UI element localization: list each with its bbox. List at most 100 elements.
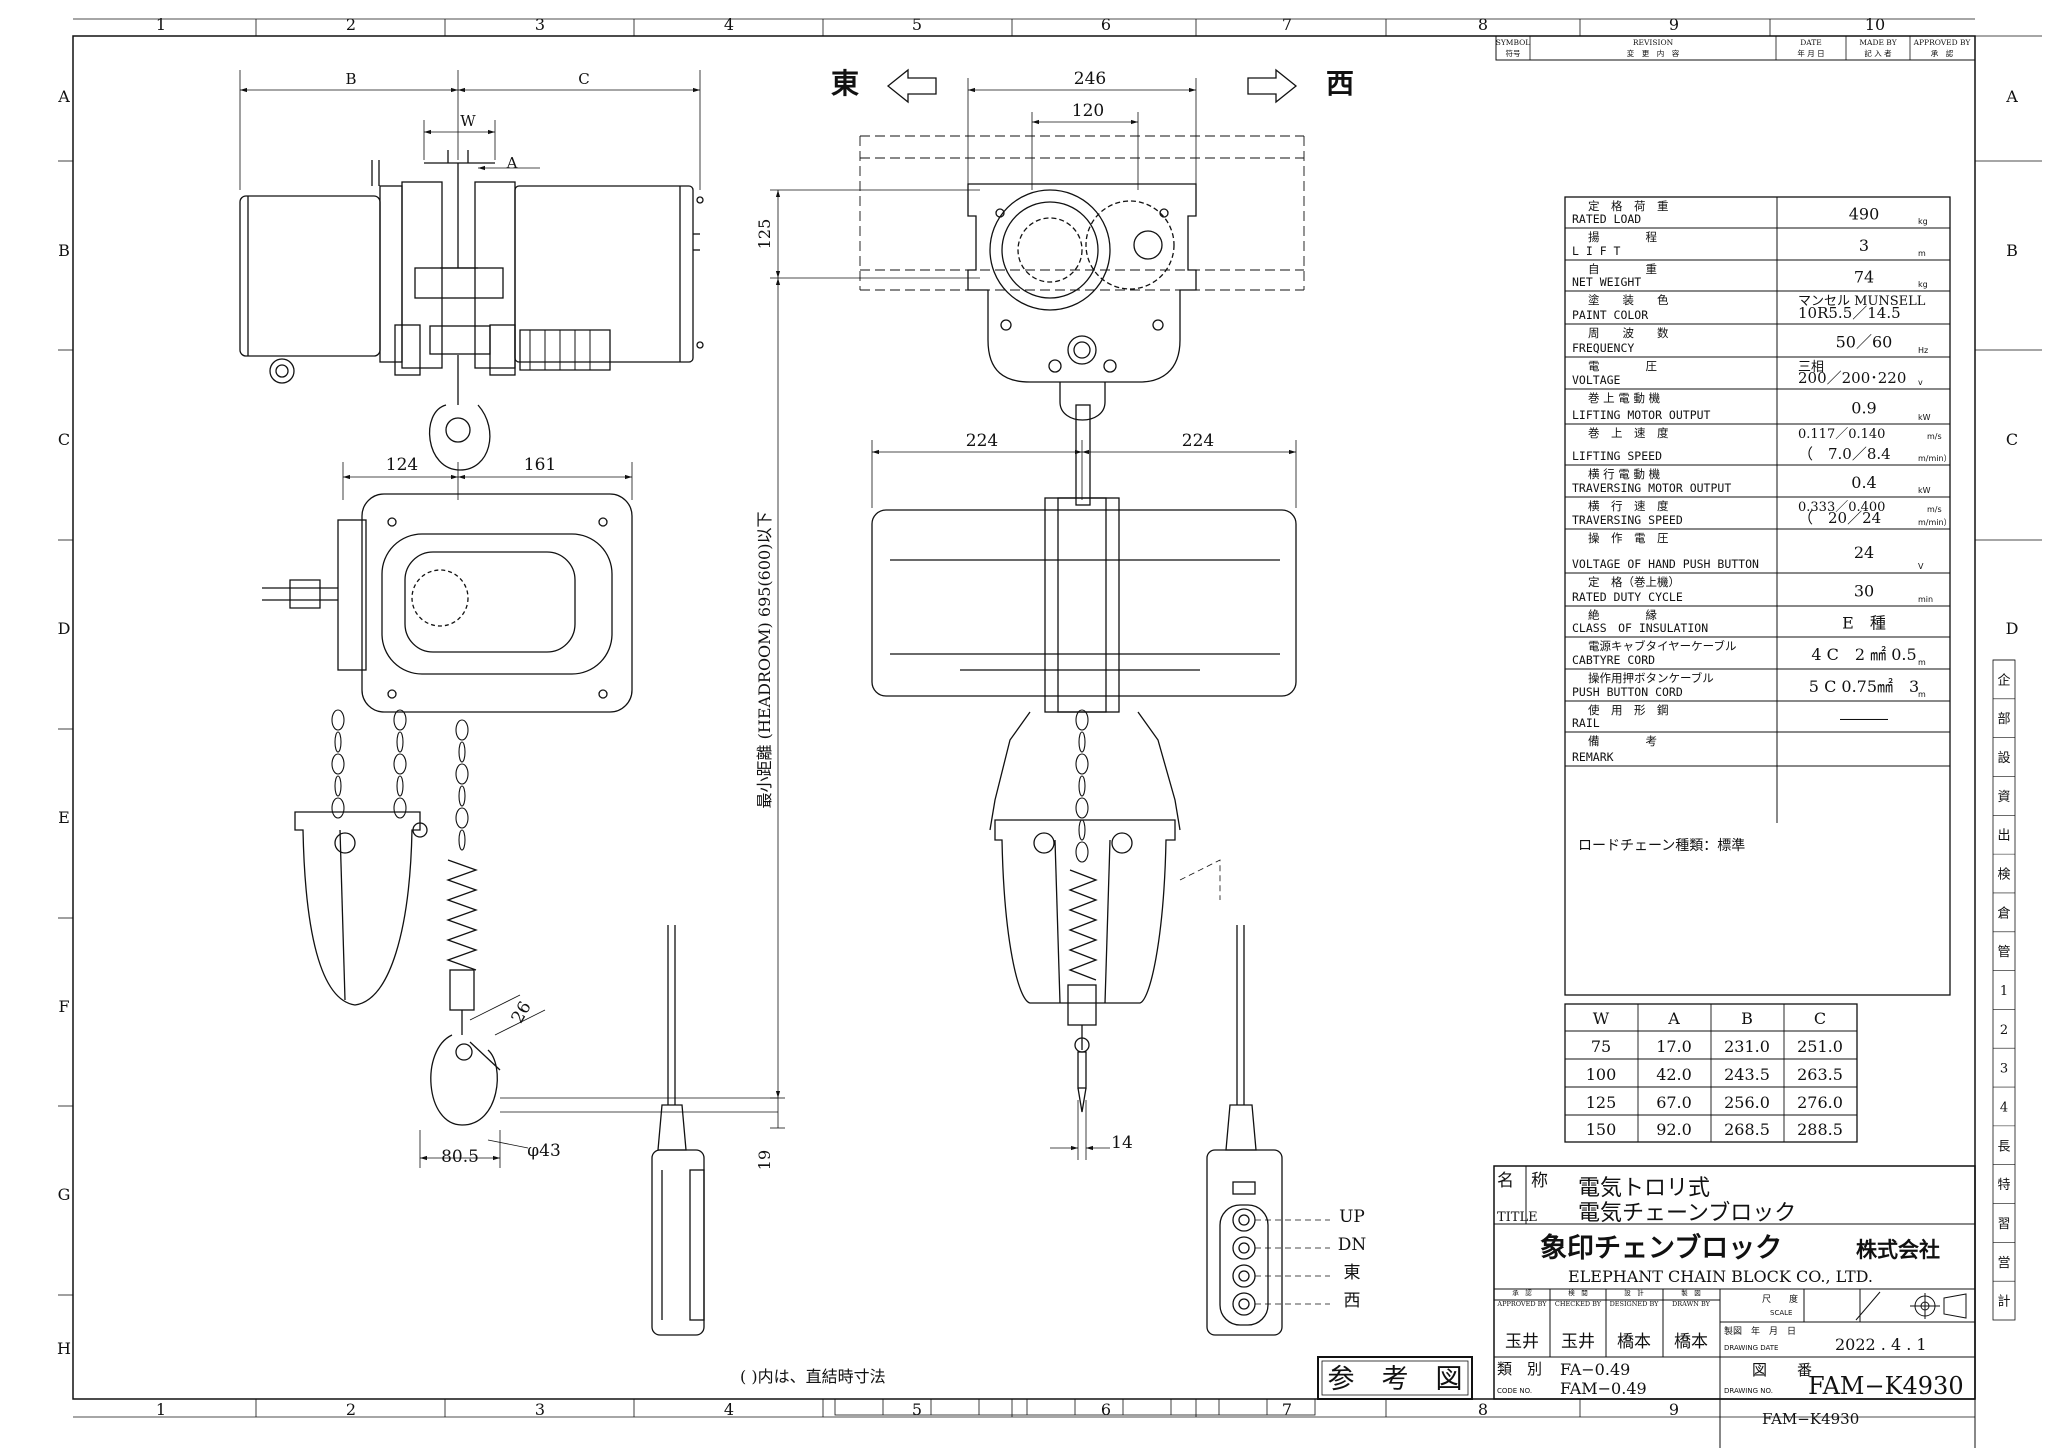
dim-124: 124 — [386, 455, 418, 475]
spec-unit-top: m/s — [1927, 432, 1942, 441]
bracket-note: ( )内は、直結時寸法 — [740, 1367, 886, 1386]
side-stamp-cell: 倉 — [1997, 906, 2010, 921]
direction-east: 東 — [831, 67, 859, 100]
row-marker-left: B — [58, 241, 70, 260]
approved-jp: 承 認 — [1512, 1288, 1532, 1297]
dim-120: 120 — [1072, 101, 1104, 121]
column-markers-bottom: 1 2 3 4 5 6 7 8 9 — [156, 1400, 1679, 1419]
pendant-labels: UP DN 東 西 — [1338, 1207, 1367, 1311]
spec-label-jp: 定 格 荷 重 — [1588, 199, 1669, 213]
rev-approved-en: APPROVED BY — [1913, 38, 1972, 47]
dim-a: A — [506, 154, 518, 172]
spec-label-en: REMARK — [1572, 750, 1614, 764]
dim-161: 161 — [524, 455, 556, 475]
drawing-date: 2022 . 4 . 1 — [1835, 1335, 1927, 1354]
spec-value-top: 三相 — [1798, 360, 1824, 375]
spec-label-en: FREQUENCY — [1572, 341, 1634, 355]
dim-table-header: B — [1741, 1009, 1753, 1028]
dim-b: B — [345, 70, 356, 88]
row-markers: A B C D E F G H A B C D — [57, 87, 2018, 1358]
spec-label-jp: 周 波 数 — [1588, 326, 1669, 340]
col-marker: 1 — [156, 1400, 166, 1419]
pendant-label-dn: DN — [1338, 1235, 1367, 1255]
approved-en: APPROVED BY — [1496, 1300, 1547, 1308]
dim-w: W — [460, 112, 476, 130]
spec-label-en: CLASS OF INSULATION — [1572, 621, 1708, 635]
rev-made-en: MADE BY — [1859, 38, 1897, 47]
arrow-right-icon — [1247, 68, 1298, 104]
dim-80-5: 80.5 — [441, 1147, 479, 1167]
side-stamp-cell: 2 — [2000, 1023, 2008, 1038]
code-1: FA−0.49 — [1560, 1360, 1630, 1379]
side-stamp-cell: 管 — [1997, 945, 2010, 960]
dim-table-cell: 263.5 — [1797, 1065, 1843, 1084]
dim-headroom: 最小距離 (HEADROOM) 695(600)以下 — [755, 512, 774, 809]
col-marker: 2 — [346, 15, 356, 34]
row-ticks — [58, 160, 2042, 1296]
dim-125: 125 — [755, 219, 774, 250]
spec-value: 50／60 — [1836, 333, 1893, 352]
pendant-leaders — [1255, 1219, 1330, 1305]
spec-label-en: NET WEIGHT — [1572, 275, 1641, 289]
side-stamp-cell: 部 — [1997, 712, 2010, 727]
side-stamp-cell: 3 — [2000, 1062, 2008, 1077]
column-ticks — [255, 19, 1771, 1417]
rev-approved-jp: 承 認 — [1931, 48, 1954, 58]
spec-label-jp: 備 考 — [1588, 734, 1657, 748]
spec-label-jp: 電 圧 — [1588, 359, 1657, 373]
dim-table-cell: 276.0 — [1797, 1093, 1843, 1112]
front-view-dimensions — [871, 78, 1297, 1160]
spec-value-top: マンセル MUNSELL — [1798, 294, 1926, 309]
spec-label-en: RAIL — [1572, 716, 1600, 730]
sub-drawing-no: FAM−K4930 — [1762, 1410, 1859, 1428]
dim-224-right: 224 — [1182, 431, 1214, 451]
class-label: 類 別 — [1497, 1360, 1542, 1378]
spec-value: （ 7.0／8.4 — [1798, 445, 1891, 463]
dim-table-cell: 251.0 — [1797, 1037, 1843, 1056]
spec-unit: m — [1918, 690, 1926, 699]
rev-made-jp: 記 入 者 — [1864, 48, 1892, 58]
centering-bar — [834, 1398, 1316, 1416]
company-name-en: ELEPHANT CHAIN BLOCK CO., LTD. — [1568, 1267, 1873, 1286]
spec-label-jp: 巻 上 電 動 機 — [1588, 391, 1661, 405]
row-marker-left: F — [58, 997, 69, 1016]
spec-label-jp: 使 用 形 鋼 — [1588, 703, 1669, 717]
col-marker: 1 — [156, 15, 166, 34]
drawing-no-jp: 図 番 — [1752, 1361, 1812, 1379]
side-stamp-cell: 設 — [1997, 750, 2010, 766]
drawing-no: FAM−K4930 — [1808, 1372, 1964, 1400]
side-stamp-cell: 長 — [1997, 1139, 2010, 1154]
direction-indicator: 東 西 — [831, 67, 1354, 104]
col-marker: 5 — [912, 15, 922, 34]
side-stamp-cell: 検 — [1997, 868, 2010, 883]
spec-label-en: PUSH BUTTON CORD — [1572, 685, 1683, 699]
spec-label-en: LIFTING MOTOR OUTPUT — [1572, 408, 1711, 422]
title-line-2: 電気チェーンブロック — [1578, 1201, 1796, 1226]
spec-value: 3 — [1859, 236, 1869, 255]
dim-19: 19 — [755, 1150, 774, 1170]
dim-table-cell: 231.0 — [1724, 1037, 1770, 1056]
col-marker: 9 — [1669, 1400, 1679, 1419]
spec-unit: m/min） — [1918, 518, 1952, 527]
drawn-en: DRAWN BY — [1672, 1300, 1711, 1308]
dim-table-cell: 92.0 — [1656, 1120, 1692, 1139]
column-markers-top: 1 2 3 4 5 6 7 8 9 10 — [156, 15, 1885, 34]
col-marker: 6 — [1101, 15, 1111, 34]
spec-label-jp: 電源キャブタイヤーケーブル — [1588, 639, 1736, 653]
col-marker: 2 — [346, 1400, 356, 1419]
spec-label-en: TRAVERSING MOTOR OUTPUT — [1572, 481, 1731, 495]
spec-value: ――― — [1840, 709, 1888, 728]
approved-name: 玉井 — [1505, 1332, 1539, 1352]
spec-unit: kW — [1918, 486, 1931, 495]
spec-unit: kg — [1918, 217, 1928, 226]
col-marker: 3 — [535, 15, 545, 34]
drawn-name: 橋本 — [1674, 1332, 1708, 1352]
spec-label-jp: 巻 上 速 度 — [1588, 426, 1669, 440]
spec-label-en: VOLTAGE OF HAND PUSH BUTTON — [1572, 557, 1759, 571]
spec-value: 4 C 2 ㎟ 0.5 — [1811, 645, 1916, 664]
dim-table-cell: 125 — [1586, 1093, 1617, 1112]
pendant-label-west: 西 — [1344, 1291, 1361, 1311]
row-marker-left: E — [58, 808, 70, 827]
